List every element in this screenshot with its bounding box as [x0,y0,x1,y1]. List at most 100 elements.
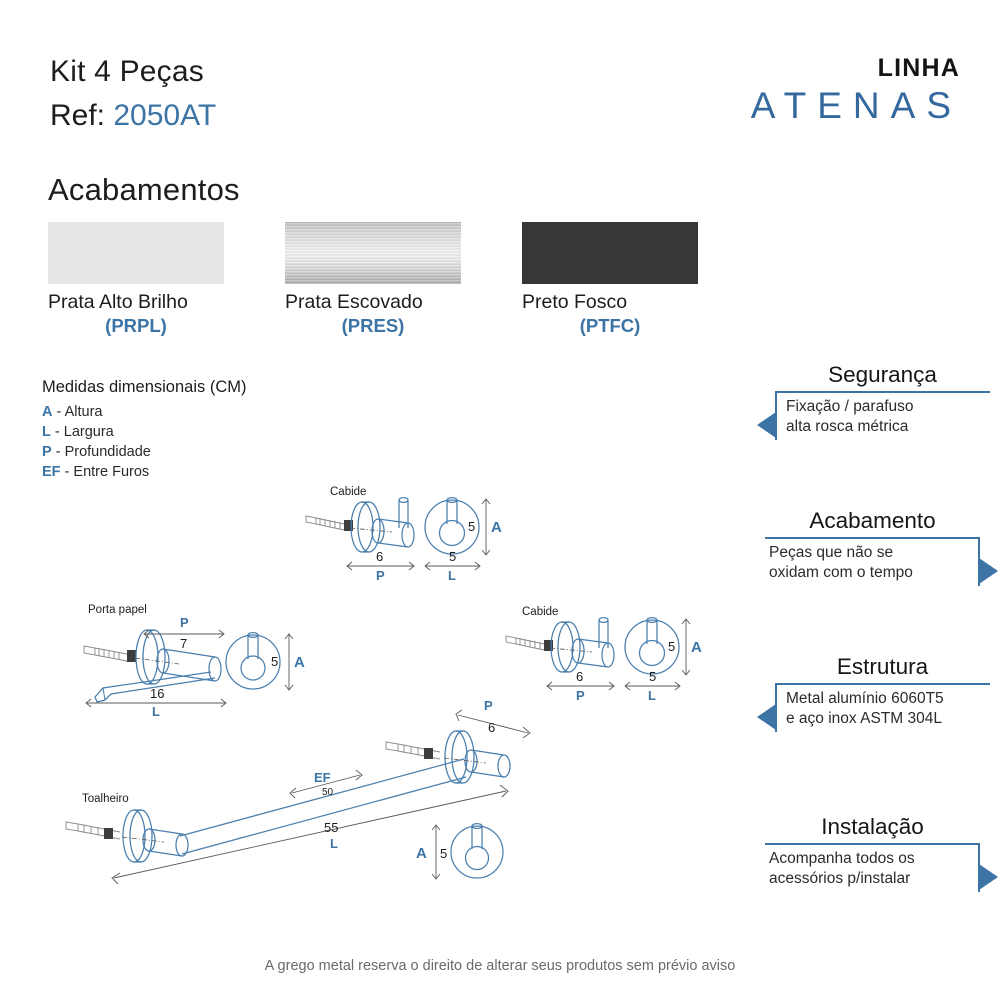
svg-text:5: 5 [668,639,675,654]
legend-desc-l: Largura [63,423,114,440]
screw-anchor-icon [385,741,441,760]
swatch-pres [285,222,461,284]
legend-key-a: A [42,404,53,420]
svg-text:5: 5 [649,669,656,684]
finish-name-pres: Prata Escovado [285,291,423,313]
feature-line1-instalacao: Acompanha todos os [769,849,915,867]
svg-text:55: 55 [324,820,338,835]
legend-row-a: A - Altura [42,403,247,423]
drawing-hook-top: 5 A 6 P 5 L Cabide [300,478,530,583]
feature-body-estrutura: Metal alumínio 6060T5 e aço inox ASTM 30… [757,682,990,732]
svg-text:5: 5 [440,846,447,861]
feature-line1-estrutura: Metal alumínio 6060T5 [786,689,944,707]
svg-text:5: 5 [271,654,278,669]
brand-line-label: LINHA [877,54,960,82]
finish-option-prpl: Prata Alto Brilho (PRPL) [48,222,224,337]
dimensions-legend: Medidas dimensionais (CM) A - Altura L -… [42,378,247,482]
legend-row-p: P - Profundidade [42,443,247,463]
svg-text:5: 5 [449,549,456,564]
arrow-left-icon [757,703,776,730]
drawing-label-hook-top: Cabide [330,486,367,498]
svg-text:50: 50 [322,787,334,798]
screw-anchor-icon [505,635,553,651]
finish-name-ptfc: Preto Fosco [522,291,628,313]
feature-title-estrutura: Estrutura [836,654,929,679]
svg-text:L: L [152,704,160,719]
drawing-paper-holder: P 7 5 A 16 L Porta papel [75,600,325,719]
legend-key-ef: EF [42,463,61,480]
svg-text:P: P [484,698,493,713]
drawing-hook-right: 5 A 6 P 5 L Cabide [500,598,730,703]
finishes-section-title: Acabamentos [48,172,240,207]
kit-title: Kit 4 Peças [50,55,204,88]
legend-desc-ef: Entre Furos [73,463,150,480]
finish-option-pres: Prata Escovado (PRES) [285,222,461,337]
svg-text:P: P [576,688,585,703]
brand-name: ATENAS [750,85,962,126]
legend-row-ef: EF - Entre Furos [42,463,247,483]
feature-body-acabamento: Peças que não se oxidam com o tempo [765,536,998,586]
svg-text:P: P [376,568,385,583]
swatch-ptfc [522,222,698,284]
finish-code-pres: (PRES) [341,315,405,336]
legend-sep-ef: - [60,463,74,480]
arrow-right-icon [979,863,998,890]
feature-title-instalacao: Instalação [821,814,924,839]
swatch-prpl [48,222,224,284]
svg-text:A: A [691,639,702,656]
svg-text:6: 6 [576,669,583,684]
svg-text:A: A [294,654,305,671]
drawing-label-hook-right: Cabide [522,606,559,618]
feature-body-seguranca: Fixação / parafuso alta rosca métrica [757,390,990,440]
screw-anchor-icon [305,515,353,531]
legend-sep-a: - [52,404,65,420]
screw-anchor-icon [65,821,121,840]
svg-text:6: 6 [488,720,495,735]
arrow-right-icon [979,557,998,584]
feature-body-instalacao: Acompanha todos os acessórios p/instalar [765,842,998,892]
feature-estrutura: Estrutura Metal alumínio 6060T5 e aço in… [757,654,990,732]
legend-desc-p: Profundidade [64,443,151,460]
svg-text:16: 16 [150,686,164,701]
svg-text:A: A [491,519,502,536]
feature-title-acabamento: Acabamento [809,508,936,533]
drawing-label-towel-bar: Toalheiro [82,793,129,805]
legend-key-p: P [42,443,52,460]
legend-row-l: L - Largura [42,423,247,443]
svg-text:L: L [448,568,456,583]
svg-text:7: 7 [180,636,187,651]
feature-line2-estrutura: e aço inox ASTM 304L [786,710,942,728]
feature-acabamento: Acabamento Peças que não se oxidam com o… [765,508,998,586]
svg-text:A: A [416,845,427,862]
feature-instalacao: Instalação Acompanha todos os acessórios… [765,814,998,892]
svg-text:P: P [180,615,189,630]
finish-code-ptfc: (PTFC) [579,315,641,336]
ref-value: 2050AT [113,99,217,132]
legend-sep-l: - [50,423,64,440]
drawing-label-paper-holder: Porta papel [88,604,147,616]
screw-anchor-icon [83,645,136,662]
drawing-towel-bar: P 6 EF 50 55 L A 5 Toalheiro [60,698,550,900]
ref-label: Ref: [50,99,114,132]
legend-sep-p: - [51,443,65,460]
finish-name-prpl: Prata Alto Brilho [48,291,188,313]
feature-title-seguranca: Segurança [828,362,937,387]
svg-text:6: 6 [376,549,383,564]
arrow-left-icon [757,411,776,438]
svg-text:EF: EF [314,770,331,785]
feature-line1-seguranca: Fixação / parafuso [786,397,914,415]
feature-line2-acabamento: oxidam com o tempo [769,564,913,582]
legend-key-l: L [42,423,51,440]
feature-seguranca: Segurança Fixação / parafuso alta rosca … [757,362,990,440]
svg-text:5: 5 [468,519,475,534]
feature-line2-instalacao: acessórios p/instalar [769,870,911,888]
svg-text:L: L [330,836,338,851]
svg-text:L: L [648,688,656,703]
footer-disclaimer: A grego metal reserva o direito de alter… [264,958,736,974]
feature-line2-seguranca: alta rosca métrica [786,418,909,436]
feature-line1-acabamento: Peças que não se [769,543,894,561]
brand-logo: LINHA ATENAS [751,56,962,128]
product-reference: Ref: 2050AT [50,96,216,136]
dimensions-legend-title: Medidas dimensionais (CM) [42,378,247,396]
